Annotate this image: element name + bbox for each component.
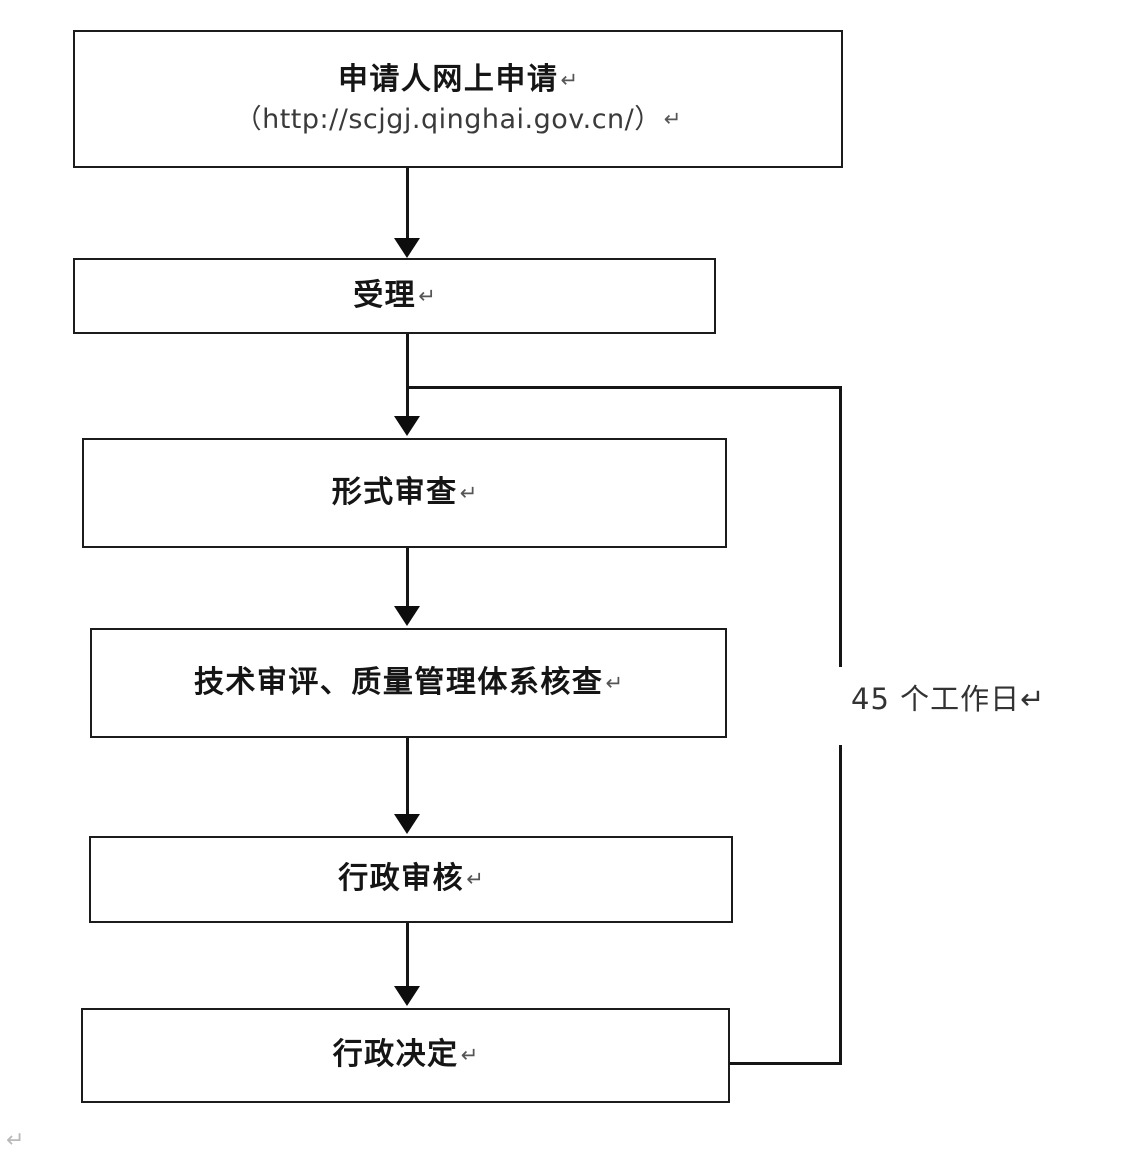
connector-formal-to-technical-line [406,548,409,610]
flow-node-acceptance[interactable]: 受理↵ [73,258,716,334]
flow-node-administrative-review[interactable]: 行政审核↵ [89,836,733,923]
arrow-down-icon [394,986,420,1006]
paragraph-mark-icon: ↵ [460,1043,479,1068]
paragraph-mark-icon: ↵ [459,480,478,505]
paragraph-mark-icon: ↵ [663,107,682,132]
duration-label: 45 个工作日↵ [851,682,1046,716]
flow-node-accept-label: 受理↵ [353,277,436,313]
trailing-paragraph-mark-icon: ↵ [6,1128,25,1153]
connector-apply-to-accept-line [406,168,409,242]
paragraph-mark-icon: ↵ [466,867,484,892]
flow-node-technical-label: 技术审评、质量管理体系核查↵ [193,664,624,700]
flow-node-formal-review[interactable]: 形式审查↵ [82,438,727,548]
duration-bracket-top-segment [406,386,842,389]
arrow-down-icon [394,416,420,436]
connector-accept-to-formal-line [406,334,409,418]
arrow-down-icon [394,606,420,626]
flow-node-formal-label: 形式审查↵ [331,474,478,510]
connector-admin-review-to-decision-line [406,923,409,990]
duration-bracket-side-upper-segment [839,386,842,667]
flow-node-administrative-decision[interactable]: 行政决定↵ [81,1008,730,1103]
paragraph-mark-icon: ↵ [605,670,624,695]
flow-node-apply-line1: 申请人网上申请↵ [337,61,579,97]
duration-bracket-bottom-segment [729,1062,842,1065]
paragraph-mark-icon: ↵ [560,67,579,92]
flow-node-technical-review[interactable]: 技术审评、质量管理体系核查↵ [90,628,727,738]
connector-technical-to-admin-review-line [406,738,409,818]
arrow-down-icon [394,238,420,258]
duration-bracket-side-lower-segment [839,745,842,1065]
flow-node-online-application[interactable]: 申请人网上申请↵ （http://scjgj.qinghai.gov.cn/）↵ [73,30,843,168]
flow-node-apply-url: （http://scjgj.qinghai.gov.cn/）↵ [234,104,682,136]
arrow-down-icon [394,814,420,834]
paragraph-mark-icon: ↵ [418,283,436,308]
flow-node-admin-decision-label: 行政决定↵ [332,1037,479,1073]
flow-node-admin-review-label: 行政审核↵ [338,861,484,897]
